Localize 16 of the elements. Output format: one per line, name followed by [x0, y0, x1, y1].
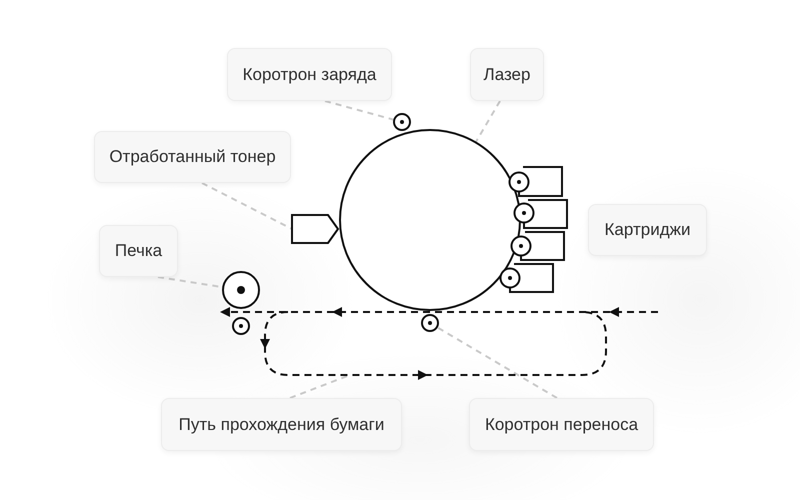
callout-label: Коротрон переноса: [469, 398, 654, 451]
transfer-corotron-icon: [421, 314, 439, 332]
callout-label: Отработанный тонер: [94, 131, 291, 183]
leader-line: [437, 326, 558, 399]
waste-toner-bin-icon: [291, 214, 340, 244]
callout-label: Лазер: [470, 48, 544, 101]
leader-line: [475, 100, 501, 142]
fuser-roller-icon: [222, 271, 260, 309]
leader-line: [202, 182, 292, 230]
callout-label: Печка: [99, 225, 178, 277]
leader-line: [324, 100, 394, 121]
callout-label: Коротрон заряда: [227, 48, 392, 101]
callout-label: Путь прохождения бумаги: [161, 398, 402, 451]
callout-label: Картриджи: [588, 204, 707, 256]
charge-corotron-icon: [393, 113, 411, 131]
drum-circle: [339, 129, 521, 311]
